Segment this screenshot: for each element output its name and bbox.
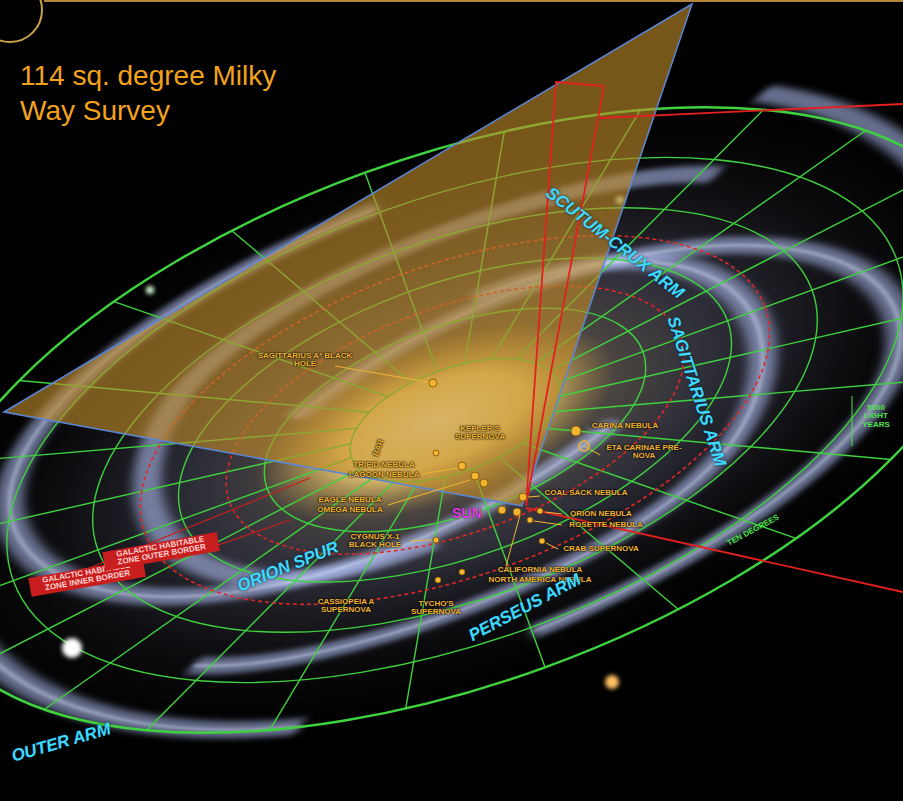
object-label: ROSETTE NEBULA (566, 521, 646, 529)
object-label: TRIFID NEBULA (346, 461, 422, 469)
object-label: TYCHO'S SUPERNOVA (400, 600, 472, 617)
survey-strip (526, 82, 604, 506)
object-label: OMEGA NEBULA (312, 506, 388, 514)
survey-title: 114 sq. degree Milky Way Survey (20, 58, 320, 128)
object-label: CASSIOPEIA A SUPERNOVA (310, 598, 382, 615)
zoom-line (600, 104, 903, 118)
object-label: ORION NEBULA (566, 510, 636, 518)
object-label: CARINA NEBULA (590, 422, 660, 430)
scale-label: 5000 LIGHT YEARS (858, 404, 894, 429)
header-line (44, 0, 903, 2)
sun-label: SUN (452, 506, 482, 521)
survey-wedge (4, 4, 692, 506)
object-label: KEPLER'S SUPERNOVA (448, 425, 512, 442)
object-label: COAL SACK NEBULA (544, 489, 628, 497)
logo-ring (0, 0, 42, 42)
object-markers (429, 379, 581, 583)
object-label: ETA CARINAE PRE-NOVA (606, 444, 682, 461)
object-label: CYGNUS X-1 BLACK HOLE (340, 533, 410, 550)
scale-bracket (852, 396, 853, 446)
object-label: SAGITTARIUS A* BLACK HOLE (255, 352, 355, 369)
leader-lines (335, 366, 600, 566)
object-label: EAGLE NEBULA (312, 496, 388, 504)
object-label: CRAB SUPERNOVA (561, 545, 641, 553)
object-label: LAGOON NEBULA (346, 471, 422, 479)
